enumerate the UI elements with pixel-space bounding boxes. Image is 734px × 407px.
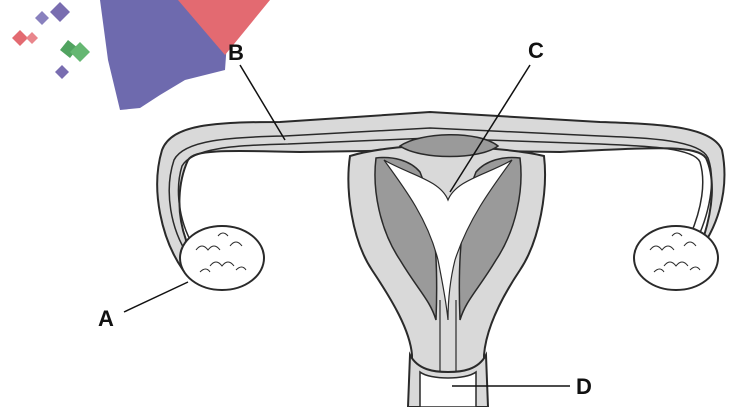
logo-diamond-7 [55,65,69,79]
ovary-right [634,226,718,290]
logo-diamond-1 [50,2,70,22]
logo-diamond-4 [26,32,38,44]
uterus [348,135,545,407]
label-d: D [576,374,592,399]
ovary-left [180,226,264,290]
vaginal-canal [420,372,476,407]
logo-diamond-2 [35,11,49,25]
ovary-left-outline [180,226,264,290]
label-c: C [528,38,544,63]
ovary-right-outline [634,226,718,290]
leader-a [124,282,188,312]
label-a: A [98,306,114,331]
label-b: B [228,40,244,65]
logo-diamond-3 [12,30,28,46]
